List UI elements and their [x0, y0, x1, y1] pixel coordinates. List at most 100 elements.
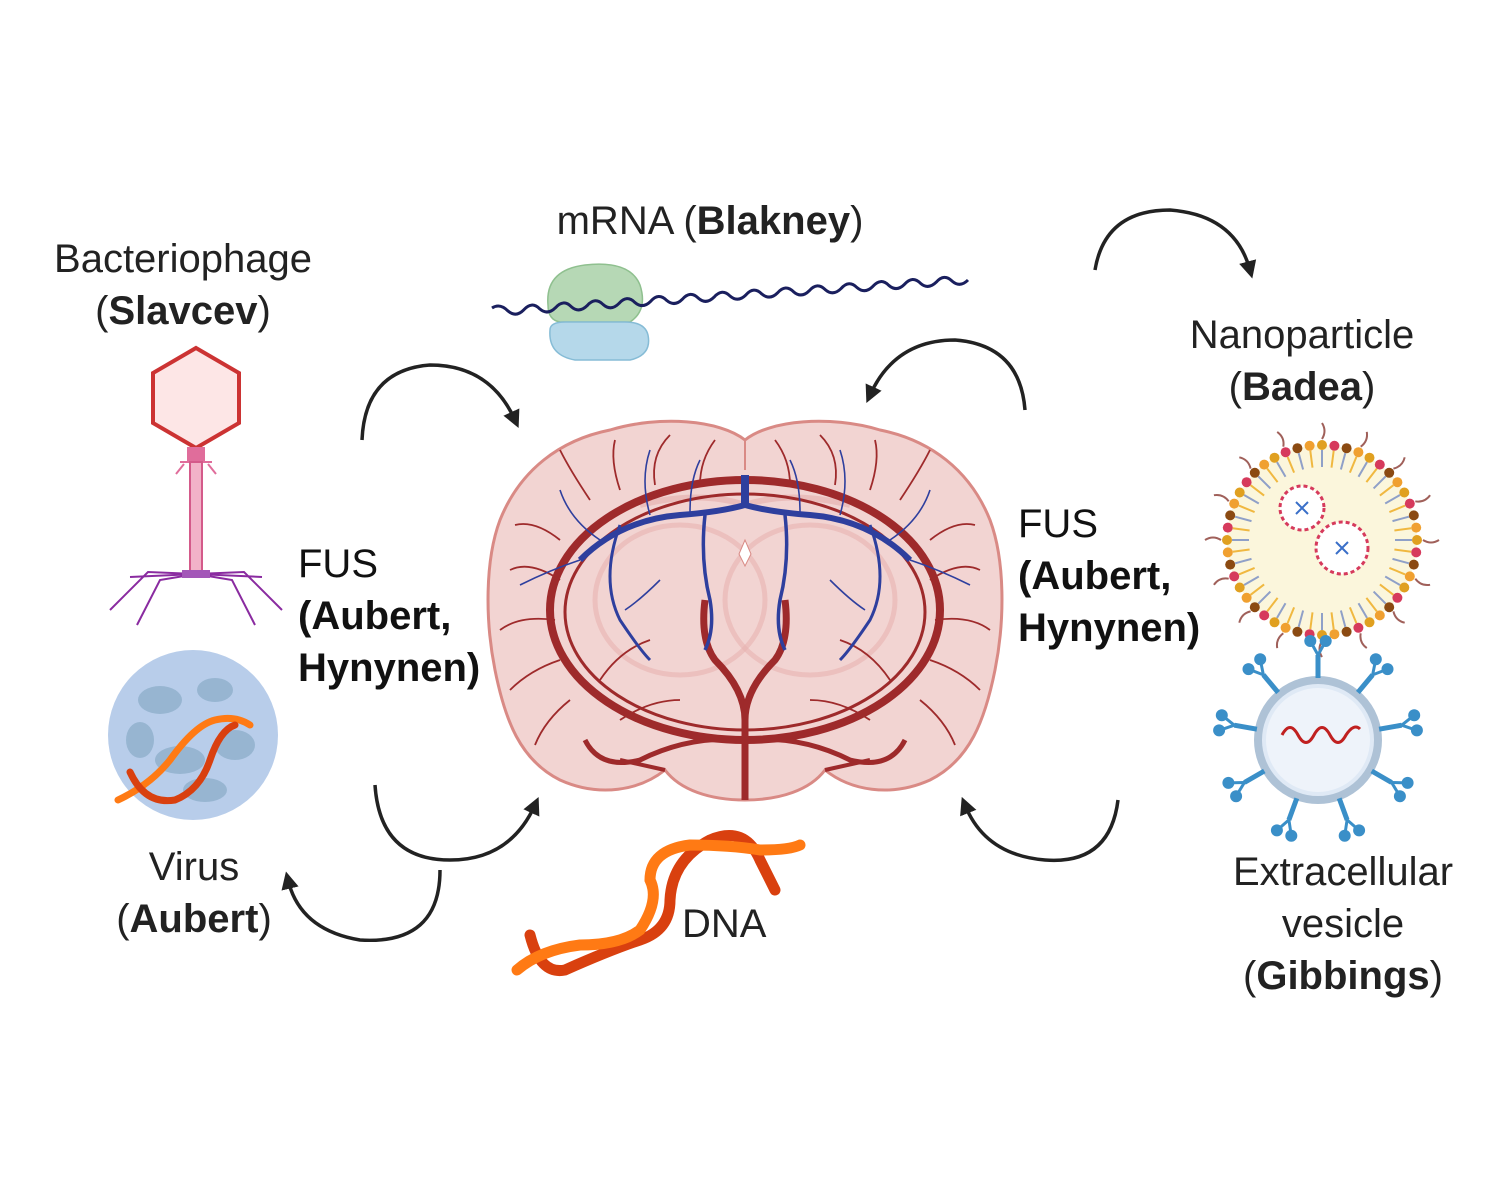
lipid-head	[1374, 610, 1385, 621]
antibody-icon	[1355, 653, 1394, 695]
svg-text:Hynynen): Hynynen)	[1018, 606, 1200, 650]
lipid-head	[1225, 559, 1236, 570]
brain-icon	[486, 419, 1004, 802]
lipid-tail	[1372, 590, 1387, 605]
lipid-head	[1249, 467, 1260, 478]
lipid-head	[1411, 522, 1422, 533]
lipid-head	[1269, 452, 1280, 463]
lipid-head	[1412, 535, 1422, 545]
lipid-head	[1408, 510, 1419, 521]
svg-text:FUS: FUS	[298, 542, 378, 586]
lipid-head	[1384, 467, 1395, 478]
antibody-icon	[1370, 768, 1414, 803]
antibody-icon	[1270, 797, 1300, 842]
lipid-tail	[1379, 484, 1395, 497]
peg-chain	[1414, 578, 1431, 587]
lipid-tail	[1384, 575, 1401, 586]
arrow-nanoparticle	[1093, 208, 1257, 279]
peg-chain	[1239, 456, 1252, 469]
ev-author: (Gibbings)	[1243, 954, 1443, 998]
lipid-tail	[1243, 575, 1260, 586]
lipid-tail	[1379, 583, 1395, 596]
dna-cargo-icon	[1295, 501, 1309, 515]
peg-chain	[1393, 457, 1406, 470]
peg-chain	[1213, 577, 1229, 586]
lipid-tail	[1276, 602, 1287, 619]
dna-cargo-icon	[1335, 541, 1349, 555]
bacteriophage-label: Bacteriophage	[54, 237, 312, 281]
antibody-icon	[1378, 709, 1423, 737]
lipid-tail	[1249, 484, 1265, 497]
antibody-icon	[1213, 709, 1258, 737]
lipid-head	[1249, 602, 1260, 613]
antibody-icon	[1222, 768, 1266, 803]
mrna-label: mRNA (Blakney)	[557, 199, 864, 243]
lipid-head	[1364, 452, 1375, 463]
lipid-tail	[1249, 583, 1265, 596]
lipid-tail	[1257, 590, 1272, 605]
lipid-tail	[1357, 602, 1368, 619]
mrna-ribosome-icon	[491, 263, 970, 361]
lipid-tail	[1392, 557, 1410, 565]
lipid-head	[1280, 622, 1291, 633]
peg-chain	[1415, 494, 1431, 503]
peg-chain	[1360, 431, 1369, 448]
lipid-tail	[1234, 515, 1252, 523]
lipid-head	[1317, 440, 1327, 450]
nanoparticle-author: (Badea)	[1229, 365, 1376, 409]
lipid-tail	[1234, 557, 1252, 565]
fus-right-label: FUS (Aubert, Hynynen)	[1018, 502, 1200, 650]
lipid-head	[1404, 571, 1415, 582]
lipid-head	[1229, 571, 1240, 582]
fus-left-label: FUS (Aubert, Hynynen)	[298, 542, 480, 690]
lipid-tail	[1348, 607, 1358, 624]
lipid-tail	[1286, 607, 1296, 624]
lipid-tail	[1365, 597, 1378, 613]
lipid-head	[1399, 487, 1410, 498]
peg-chain	[1321, 422, 1326, 440]
ev-label-line1: Extracellular	[1233, 850, 1453, 894]
lipid-tail	[1276, 461, 1287, 478]
lipid-tail	[1309, 450, 1314, 468]
lipid-head	[1411, 547, 1422, 558]
virus-label: Virus	[149, 845, 239, 889]
lipid-head	[1364, 617, 1375, 628]
virus-author: (Aubert)	[116, 897, 272, 941]
lipid-head	[1399, 582, 1410, 593]
svg-text:Hynynen): Hynynen)	[298, 646, 480, 690]
lipid-head	[1392, 592, 1403, 603]
lipid-tail	[1339, 610, 1347, 628]
lipid-tail	[1297, 610, 1305, 628]
lipid-tail	[1389, 504, 1406, 514]
virus-icon	[108, 650, 278, 820]
lipid-tail	[1238, 504, 1255, 514]
lipid-tail	[1297, 452, 1305, 470]
lipid-head	[1259, 610, 1270, 621]
dna-label: DNA	[682, 902, 767, 946]
lipid-tail	[1394, 527, 1412, 532]
bacteriophage-icon	[109, 345, 283, 626]
extracellular-vesicle-icon	[1213, 635, 1423, 842]
lipid-head	[1280, 447, 1291, 458]
lipid-head	[1374, 459, 1385, 470]
arrow-fus-left-bottom	[373, 784, 540, 862]
lipid-head	[1408, 559, 1419, 570]
lipid-head	[1292, 443, 1303, 454]
antibody-icon	[1304, 635, 1332, 678]
lipid-tail	[1365, 467, 1378, 483]
peg-chain	[1238, 610, 1251, 623]
lipid-head	[1222, 535, 1232, 545]
lipid-head	[1234, 487, 1245, 498]
peg-chain	[1275, 632, 1284, 649]
lipid-head	[1241, 477, 1252, 488]
arrow-fus-right-bottom	[960, 796, 1120, 863]
peg-chain	[1359, 633, 1368, 649]
lipid-head	[1234, 582, 1245, 593]
curved-arrow-icon	[281, 208, 1257, 943]
lipid-head	[1269, 617, 1280, 628]
lipid-tail	[1330, 612, 1335, 630]
lipid-tail	[1257, 475, 1272, 490]
peg-chain	[1422, 539, 1440, 544]
lipid-head	[1353, 622, 1364, 633]
lipid-head	[1225, 510, 1236, 521]
